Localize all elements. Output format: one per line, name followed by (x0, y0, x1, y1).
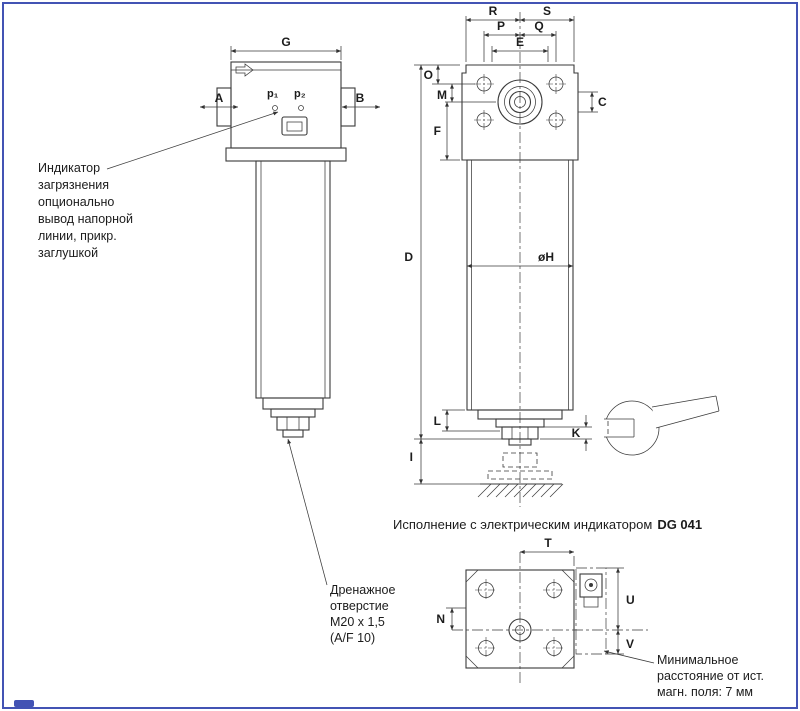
drain-leader-line (287, 438, 328, 586)
magnet-note-line: Минимальное (657, 653, 738, 667)
dim-label-f: F (434, 124, 441, 138)
dim-label-s: S (543, 4, 551, 18)
drain-plug (276, 416, 310, 431)
electrical-indicator (575, 567, 607, 655)
flange-body-outline (465, 569, 575, 669)
figure-caption: Исполнение с электрическим индикатором DG… (393, 517, 702, 532)
indicator-note-line: линии, прикр. (38, 229, 117, 243)
dim-label-oh: øH (538, 250, 554, 264)
dim-label-u: U (626, 593, 635, 607)
corner-mark (14, 700, 34, 707)
dim-label-g: G (281, 35, 290, 49)
dim-label-p1: p₁ (267, 88, 279, 100)
dim-label-o: O (424, 68, 433, 82)
indicator-note-line: загрязнения (38, 178, 109, 192)
gauge-port-p1 (272, 105, 278, 111)
indicator-note-line: Индикатор (38, 161, 100, 175)
dim-label-p: P (497, 19, 505, 33)
filter-bowl (255, 160, 331, 399)
dim-label-d: D (404, 250, 413, 264)
caption-text: Исполнение с электрическим индикатором (393, 517, 652, 532)
flow-direction-icon (235, 63, 254, 77)
dim-label-e: E (516, 35, 524, 49)
indicator-note-line: опционально (38, 195, 114, 209)
dim-label-i: I (410, 450, 413, 464)
indicator-leader-line (106, 111, 279, 170)
wrench-icon (596, 395, 720, 456)
magnet-leader-line (603, 650, 655, 664)
indicator-note-line: заглушкой (38, 246, 98, 260)
dim-label-a: A (215, 91, 224, 105)
drain-note: Дренажное отверстие M20 x 1,5 (A/F 10) (330, 583, 395, 645)
magnet-note-line: магн. поля: 7 мм (657, 685, 753, 699)
bolt-holes (474, 74, 566, 130)
gauge-port-p2 (298, 105, 304, 111)
dim-label-p2: p₂ (294, 88, 306, 100)
head-flange-outline (461, 64, 579, 161)
magnet-note: Минимальное расстояние от ист. магн. пол… (657, 653, 764, 699)
dim-label-v: V (626, 637, 634, 651)
front-view: A B p₁ p₂ G (38, 35, 395, 645)
magnet-note-line: расстояние от ист. (657, 669, 764, 683)
indicator-boss (281, 116, 308, 136)
drain-note-line: отверстие (330, 599, 389, 613)
bottom-view: T U V N Минимальное расстояние от ист. м… (436, 536, 764, 699)
center-bore (497, 79, 543, 125)
dim-label-b: B (356, 91, 365, 105)
dim-label-t: T (544, 536, 552, 550)
flange-bolt-holes (475, 579, 565, 659)
caption-model: DG 041 (657, 517, 702, 532)
indicator-note-line: вывод напорной (38, 212, 133, 226)
dim-label-c: C (598, 95, 607, 109)
indicator-note: Индикатор загрязнения опционально вывод … (38, 161, 133, 260)
drain-note-line: (A/F 10) (330, 631, 375, 645)
side-view: R S P Q E O M C F øH (404, 4, 720, 507)
drain-note-line: M20 x 1,5 (330, 615, 385, 629)
dim-label-q: Q (534, 19, 543, 33)
drain-note-line: Дренажное (330, 583, 395, 597)
dim-label-l: L (434, 414, 441, 428)
dim-label-n: N (436, 612, 445, 626)
dim-label-r: R (489, 4, 498, 18)
clamp-collar (225, 147, 347, 162)
ground-hatch (477, 483, 564, 498)
dim-label-k: K (572, 426, 581, 440)
dim-label-m: M (437, 88, 447, 102)
element-removal-ghost (487, 452, 553, 480)
bottom-center-bore (508, 618, 532, 642)
